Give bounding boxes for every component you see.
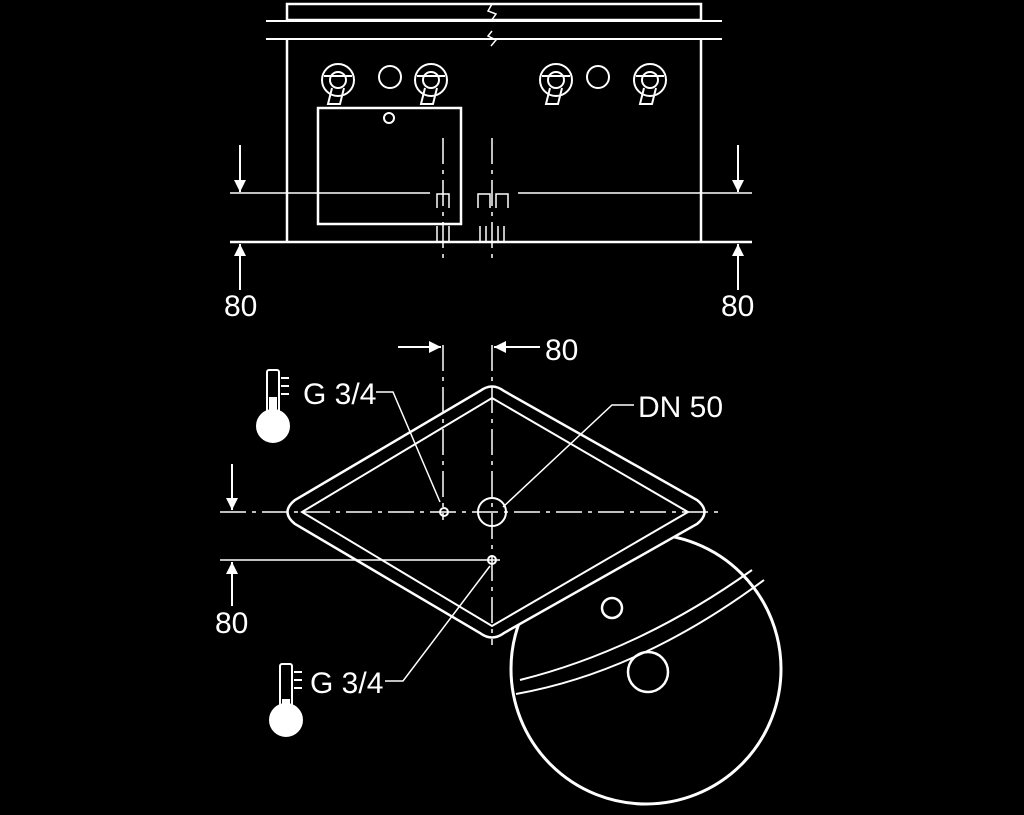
tap-fitting-4 [633, 63, 667, 105]
leader-line [502, 404, 634, 508]
callout-inlet-lower: G 3/4 [310, 667, 383, 700]
tap-hole [586, 65, 610, 89]
thermometer-icon [269, 663, 303, 737]
tap-fitting-2 [414, 63, 448, 105]
leader-line [385, 565, 491, 682]
break-mark [486, 3, 498, 22]
pipe-connection [436, 193, 450, 242]
basin-outline-inner [300, 396, 690, 628]
inlet-point [487, 555, 497, 565]
break-mark [486, 30, 498, 47]
thermometer-icon [256, 369, 290, 443]
dim-label-elevation-right: 80 [721, 290, 754, 323]
pipe-connection [477, 193, 509, 242]
overflow-hole [383, 112, 395, 124]
callout-drain: DN 50 [638, 391, 723, 424]
tap-fitting-3 [539, 63, 573, 105]
drain-symbol [477, 497, 507, 527]
bowl-hole [626, 650, 670, 694]
tap-fitting-1 [321, 63, 355, 105]
bowl-rim-curve [519, 569, 753, 681]
callout-inlet-upper: G 3/4 [303, 378, 376, 411]
inlet-point [439, 507, 449, 517]
bowl-hole [600, 596, 624, 620]
tap-hole [378, 65, 402, 89]
elevation-view [230, 2, 752, 290]
plan-view [220, 341, 783, 806]
basin-front [316, 106, 463, 226]
dim-label-elevation-left: 80 [224, 290, 257, 323]
dim-label-plan-vertical: 80 [215, 607, 248, 640]
dim-label-plan-horizontal: 80 [545, 334, 578, 367]
leader-line [376, 391, 441, 503]
